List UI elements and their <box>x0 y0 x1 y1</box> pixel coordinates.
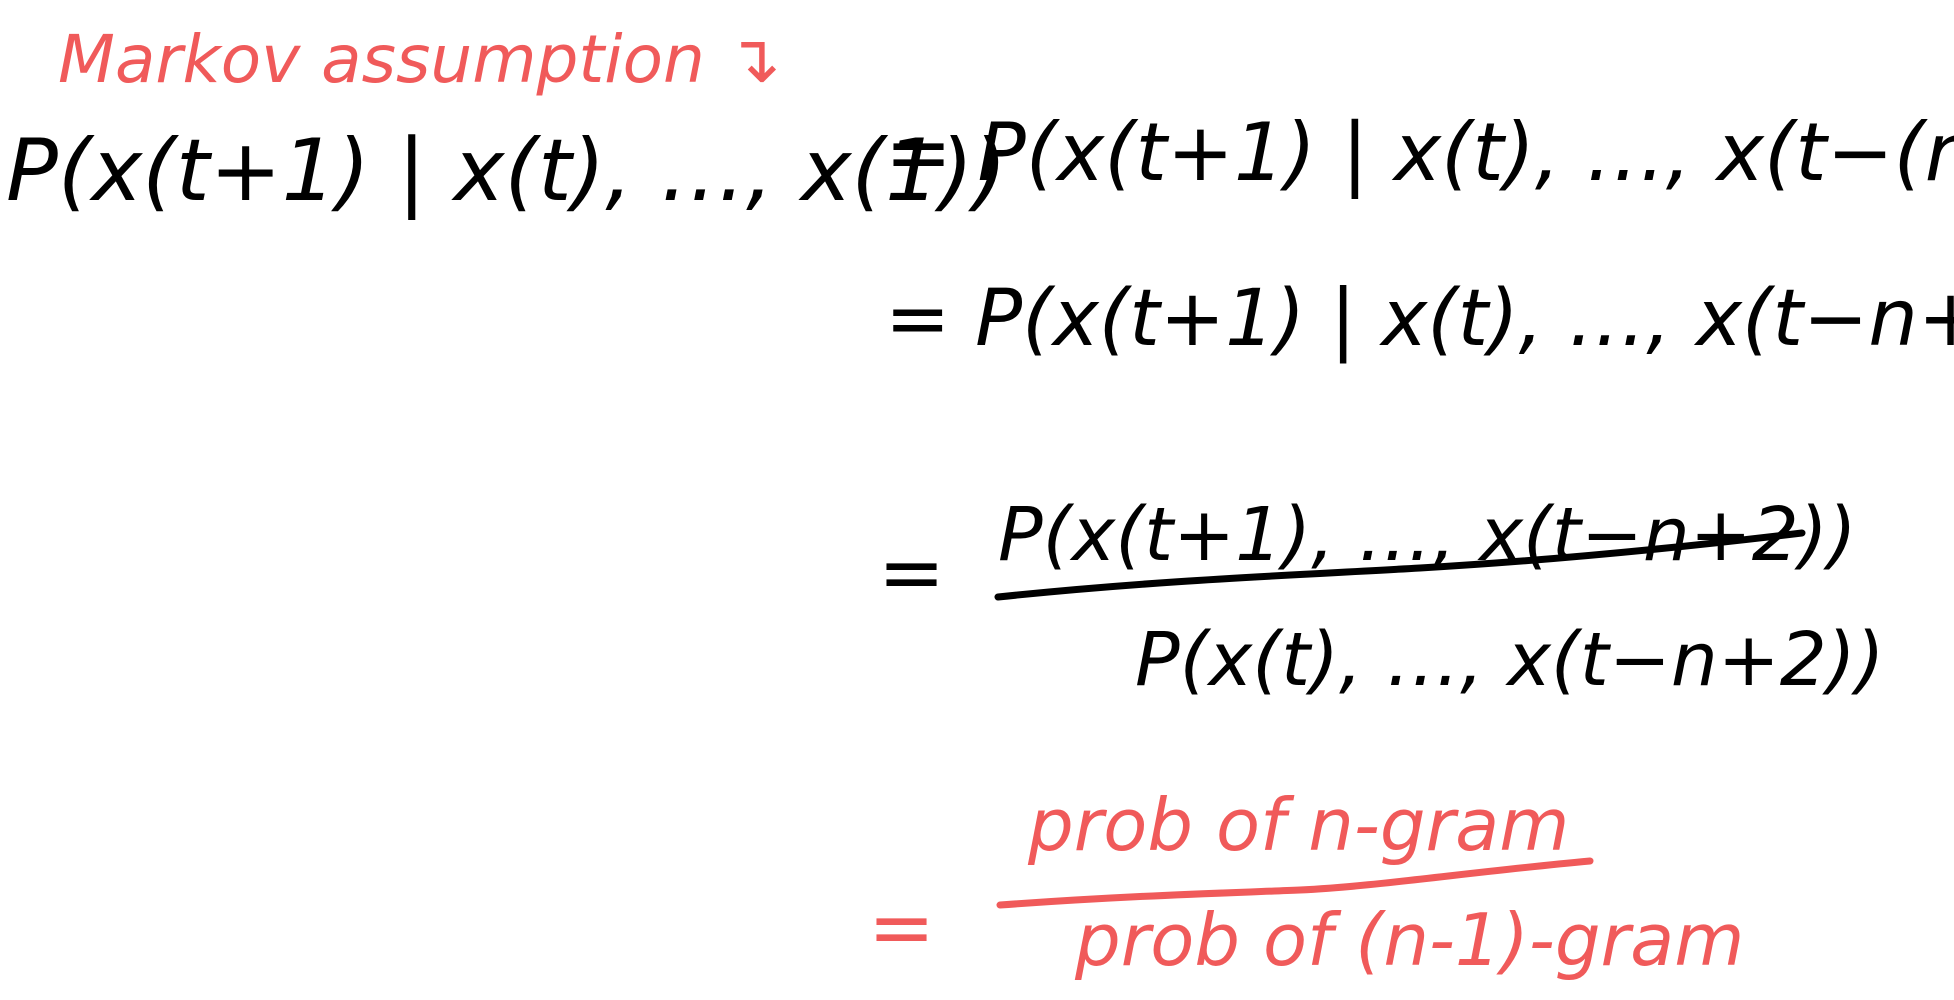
line4-numerator: prob of n-gram <box>1027 783 1569 867</box>
line2-expression: = P(x(t+1) | x(t), …, x(t−n+2)) <box>885 274 1954 364</box>
markov-annotation: Markov assumption ↴ <box>58 21 781 98</box>
markov-annotation-text: Markov assumption ↴ <box>58 21 781 98</box>
equation-line-1: P(x(t+1) | x(t), …, x(1)) = P(x(t+1) | x… <box>6 106 1954 221</box>
line1-lhs: P(x(t+1) | x(t), …, x(1)) <box>6 121 1007 221</box>
line4-equals: = <box>868 881 935 974</box>
equation-line-2: = P(x(t+1) | x(t), …, x(t−n+2)) <box>885 274 1954 364</box>
line4-denominator: prob of (n-1)-gram <box>1074 898 1744 982</box>
line3-equals: = <box>878 526 945 619</box>
line3-denominator: P(x(t), …, x(t−n+2)) <box>1135 617 1885 703</box>
equation-line-3: = P(x(t+1), …, x(t−n+2)) P(x(t), …, x(t−… <box>878 492 1885 703</box>
line4-fraction-bar <box>996 857 1594 909</box>
line3-fraction-bar <box>994 529 1806 601</box>
line3-numerator: P(x(t+1), …, x(t−n+2)) <box>998 492 1857 578</box>
line1-rhs: = P(x(t+1) | x(t), …, x(t−(n−1)+1)) <box>885 106 1954 200</box>
equation-line-4: = prob of n-gram prob of (n-1)-gram <box>868 783 1744 982</box>
